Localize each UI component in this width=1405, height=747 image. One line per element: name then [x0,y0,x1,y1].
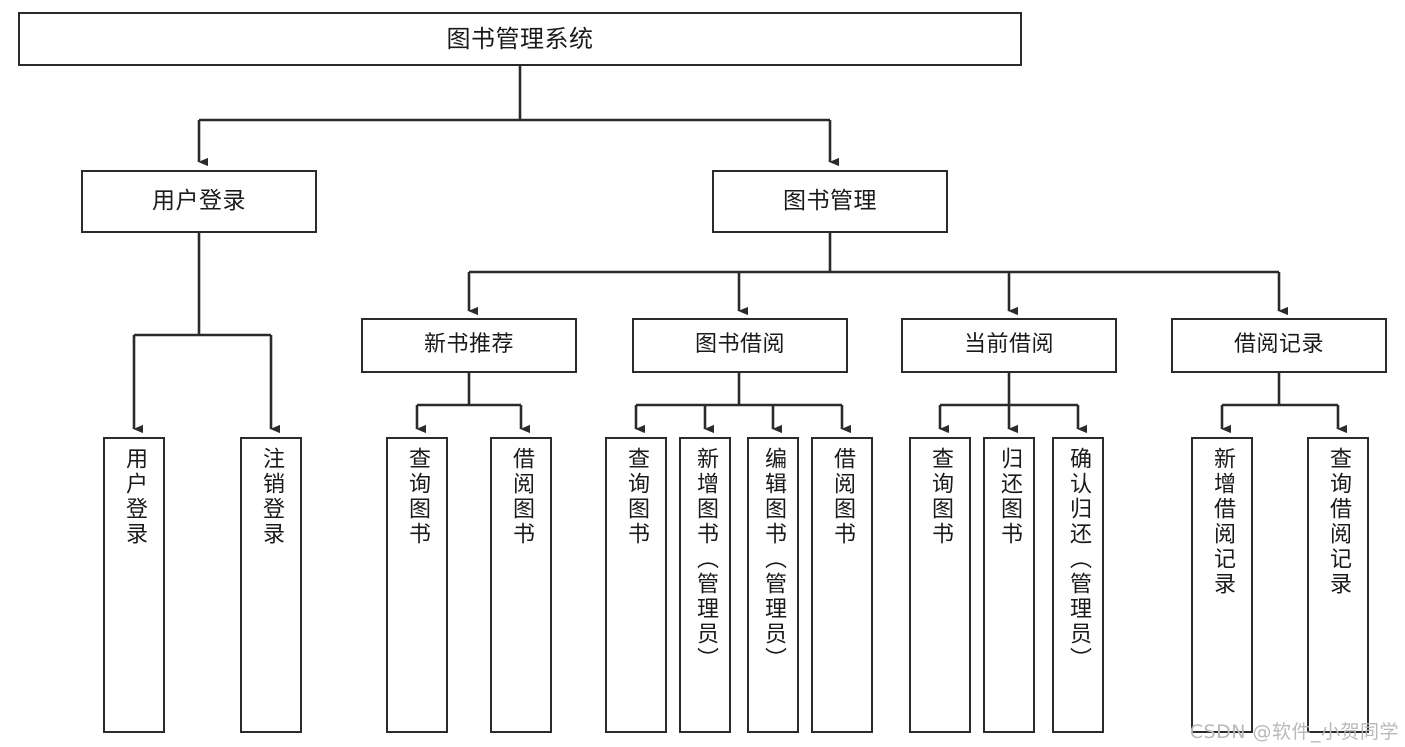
leaf-borrow-book-recommend[interactable]: 借阅图书 [490,437,552,733]
node-label: 归还图书 [997,447,1022,547]
node-label: 查询图书 [928,447,953,547]
node-borrow-record[interactable]: 借阅记录 [1171,318,1387,373]
leaf-borrow-book[interactable]: 借阅图书 [811,437,873,733]
leaf-query-borrow-record[interactable]: 查询借阅记录 [1307,437,1369,733]
node-current-borrow[interactable]: 当前借阅 [901,318,1117,373]
leaf-logout[interactable]: 注销登录 [240,437,302,733]
node-label: 新增图书（管理员） [693,447,718,672]
node-label: 图书管理系统 [446,24,594,53]
node-label: 查询图书 [624,447,649,547]
node-new-book-recommend[interactable]: 新书推荐 [361,318,577,373]
leaf-return-book[interactable]: 归还图书 [983,437,1035,733]
leaf-user-login[interactable]: 用户登录 [103,437,165,733]
node-label: 编辑图书（管理员） [761,447,786,672]
node-label: 查询借阅记录 [1326,447,1351,597]
leaf-add-borrow-record[interactable]: 新增借阅记录 [1191,437,1253,733]
node-user-login[interactable]: 用户登录 [81,170,317,233]
node-label: 当前借阅 [963,332,1054,358]
node-label: 用户登录 [152,187,246,214]
leaf-confirm-return-admin[interactable]: 确认归还（管理员） [1052,437,1104,733]
node-label: 图书管理 [783,187,877,214]
node-label: 注销登录 [259,447,284,547]
node-root-system[interactable]: 图书管理系统 [18,12,1022,66]
node-book-borrow[interactable]: 图书借阅 [632,318,848,373]
node-label: 图书借阅 [694,332,785,358]
node-label: 确认归还（管理员） [1066,447,1091,672]
node-label: 借阅记录 [1233,332,1324,358]
node-label: 借阅图书 [509,447,534,547]
leaf-query-book-recommend[interactable]: 查询图书 [386,437,448,733]
csdn-watermark: CSDN @软件_小贺同学 [1189,721,1399,743]
node-label: 新增借阅记录 [1210,447,1235,597]
node-label: 查询图书 [405,447,430,547]
node-book-management[interactable]: 图书管理 [712,170,948,233]
leaf-query-book-borrow[interactable]: 查询图书 [605,437,667,733]
node-label: 新书推荐 [423,332,514,358]
node-label: 借阅图书 [830,447,855,547]
leaf-add-book-admin[interactable]: 新增图书（管理员） [679,437,731,733]
leaf-query-book-current[interactable]: 查询图书 [909,437,971,733]
leaf-edit-book-admin[interactable]: 编辑图书（管理员） [747,437,799,733]
node-label: 用户登录 [122,447,147,547]
